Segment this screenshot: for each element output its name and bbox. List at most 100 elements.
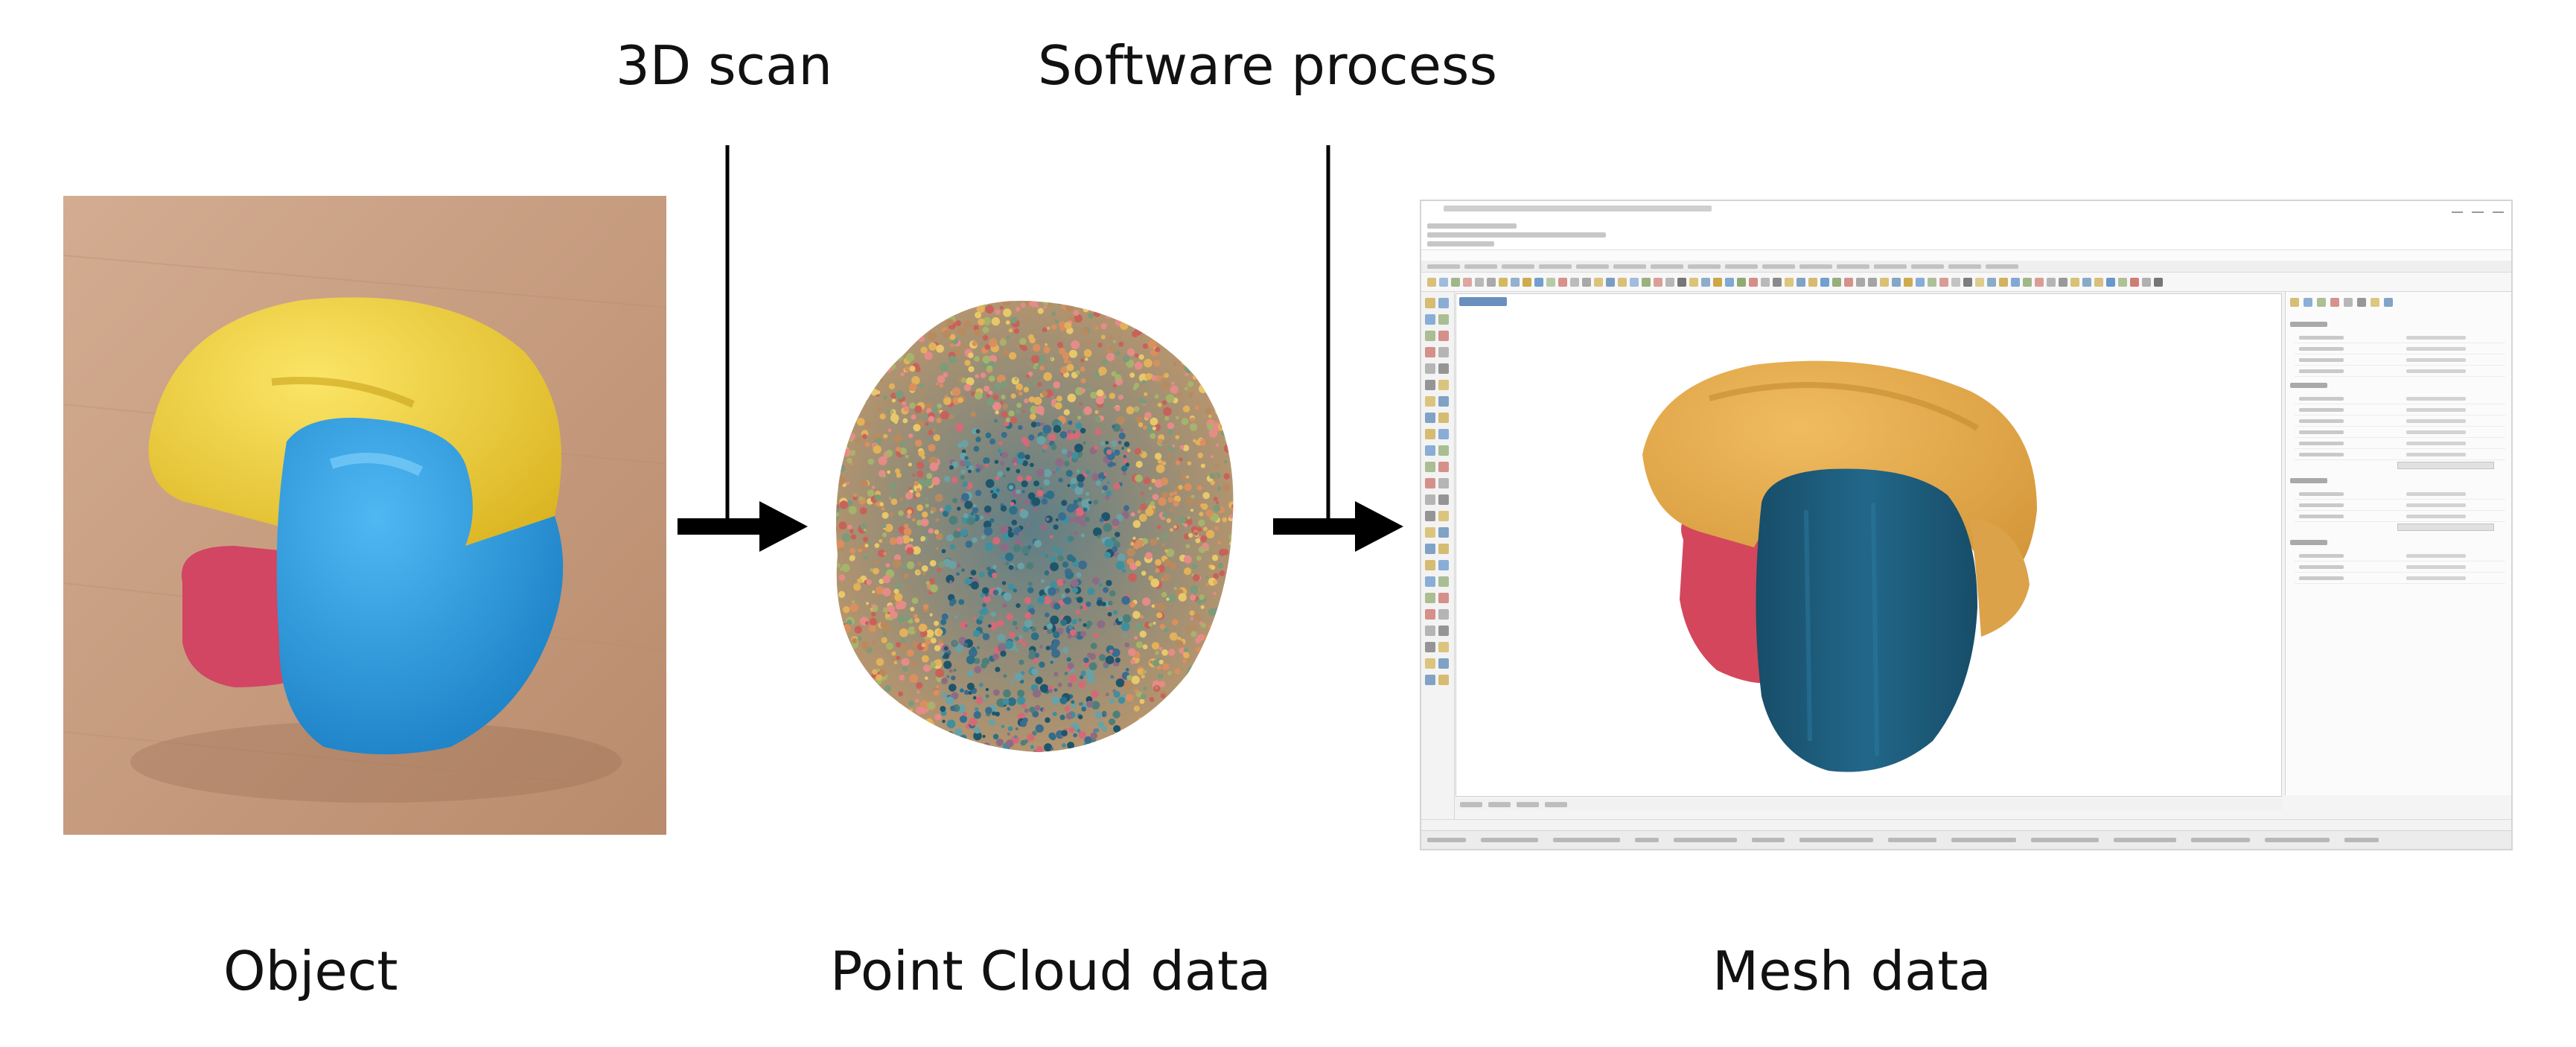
point-cloud-dot: [815, 571, 817, 575]
point-cloud-dot: [925, 676, 928, 680]
point-cloud-dot: [1205, 509, 1214, 518]
point-cloud-dot: [1143, 425, 1147, 430]
point-cloud-dot: [817, 464, 823, 470]
point-cloud-dot: [1042, 424, 1052, 434]
point-cloud-dot: [1007, 707, 1010, 711]
point-cloud-dot: [867, 300, 873, 305]
point-cloud-dot: [1097, 343, 1103, 348]
point-cloud-dot: [894, 302, 903, 311]
point-cloud-dot: [972, 428, 978, 435]
point-cloud-dot: [957, 528, 960, 532]
point-cloud-dot: [946, 731, 954, 741]
point-cloud-dot: [1106, 490, 1112, 497]
point-cloud-dot: [1170, 742, 1175, 747]
point-cloud-dot: [884, 287, 892, 294]
point-cloud-dot: [980, 372, 986, 378]
point-cloud-dot: [995, 476, 1000, 480]
point-cloud-dot: [946, 675, 950, 678]
point-cloud-dot: [1155, 711, 1164, 720]
point-cloud-dot: [1097, 535, 1101, 539]
point-cloud-dot: [1241, 544, 1244, 547]
point-cloud-dot: [843, 606, 850, 614]
point-cloud-dot: [1026, 754, 1034, 763]
point-cloud-dot: [1185, 322, 1189, 326]
point-cloud-dot: [1048, 433, 1056, 442]
point-cloud-dot: [912, 518, 916, 522]
point-cloud-dot: [1134, 448, 1142, 455]
point-cloud-dot: [891, 300, 900, 307]
point-cloud-dot: [1176, 311, 1182, 316]
point-cloud-dot: [1231, 605, 1234, 611]
point-cloud-dot: [949, 544, 955, 550]
point-cloud-dot: [1132, 300, 1140, 302]
point-cloud-dot: [1170, 528, 1173, 532]
point-cloud-dot: [1112, 340, 1116, 343]
point-cloud-dot: [1224, 737, 1232, 745]
point-cloud-dot: [1188, 392, 1193, 398]
object-label: Object: [223, 940, 398, 1002]
point-cloud-dot: [870, 693, 879, 701]
point-cloud-dot: [855, 750, 864, 752]
point-cloud-dot: [1181, 361, 1185, 365]
point-cloud-dot: [1197, 666, 1203, 672]
point-cloud-dot: [1221, 687, 1228, 695]
point-cloud-dot: [961, 568, 965, 572]
point-cloud-dot: [921, 643, 926, 648]
point-cloud-dot: [832, 661, 835, 665]
point-cloud-dot: [856, 418, 865, 426]
point-cloud-dot: [1213, 497, 1218, 501]
point-cloud-dot: [881, 532, 887, 538]
point-cloud-dot: [877, 437, 883, 443]
point-cloud-dot: [857, 403, 863, 409]
point-cloud-dot: [1232, 405, 1234, 413]
point-cloud-dot: [1211, 754, 1218, 760]
toolbar-tool-icon: [1606, 277, 1615, 287]
point-cloud-dot: [933, 690, 940, 696]
point-cloud-dot: [873, 760, 876, 763]
point-cloud-dot: [879, 539, 883, 543]
point-cloud-dot: [1003, 349, 1010, 356]
side-tool-icon: [1438, 609, 1449, 620]
point-cloud-dot: [1001, 581, 1007, 585]
point-cloud-dot: [858, 496, 863, 501]
point-cloud-dot: [1177, 636, 1182, 640]
point-cloud-dot: [1001, 556, 1004, 560]
point-cloud-dot: [1167, 649, 1176, 656]
point-cloud-dot: [949, 580, 953, 584]
point-cloud-dot: [983, 754, 991, 761]
point-cloud-dot: [859, 675, 866, 682]
point-cloud-dot: [1009, 351, 1017, 360]
status-segment: [2114, 838, 2176, 842]
point-cloud-dot: [1122, 471, 1126, 476]
point-cloud-dot: [917, 561, 922, 566]
point-cloud-dot: [1203, 649, 1211, 658]
point-cloud-dot: [1043, 305, 1047, 309]
panel-tab-icon: [2344, 298, 2353, 307]
point-cloud-dot: [928, 416, 934, 422]
point-cloud-dot: [1008, 410, 1015, 417]
point-cloud-dot: [864, 716, 869, 721]
point-cloud-dot: [1231, 703, 1234, 708]
point-cloud-dot: [1226, 678, 1233, 684]
point-cloud-dot: [1018, 424, 1023, 430]
point-cloud-dot: [1175, 748, 1181, 752]
point-cloud-dot: [1012, 620, 1018, 626]
point-cloud-dot: [954, 742, 964, 751]
point-cloud-dot: [1144, 412, 1152, 419]
point-cloud-dot: [1225, 287, 1231, 293]
point-cloud-dot: [1106, 579, 1112, 587]
point-cloud-dot: [1145, 300, 1150, 304]
point-cloud-dot: [847, 656, 853, 661]
point-cloud-dot: [1186, 721, 1194, 729]
point-cloud-dot: [984, 291, 991, 298]
point-cloud-dot: [1088, 305, 1097, 313]
point-cloud-dot: [960, 378, 967, 384]
point-cloud-dot: [1195, 538, 1201, 544]
point-cloud-dot: [1132, 386, 1138, 391]
point-cloud-dot: [1059, 325, 1065, 331]
point-cloud-dot: [1236, 592, 1243, 599]
point-cloud-dot: [1009, 631, 1016, 639]
point-cloud-dot: [979, 609, 984, 615]
point-cloud-dot: [1071, 300, 1077, 302]
point-cloud-dot: [826, 518, 834, 526]
